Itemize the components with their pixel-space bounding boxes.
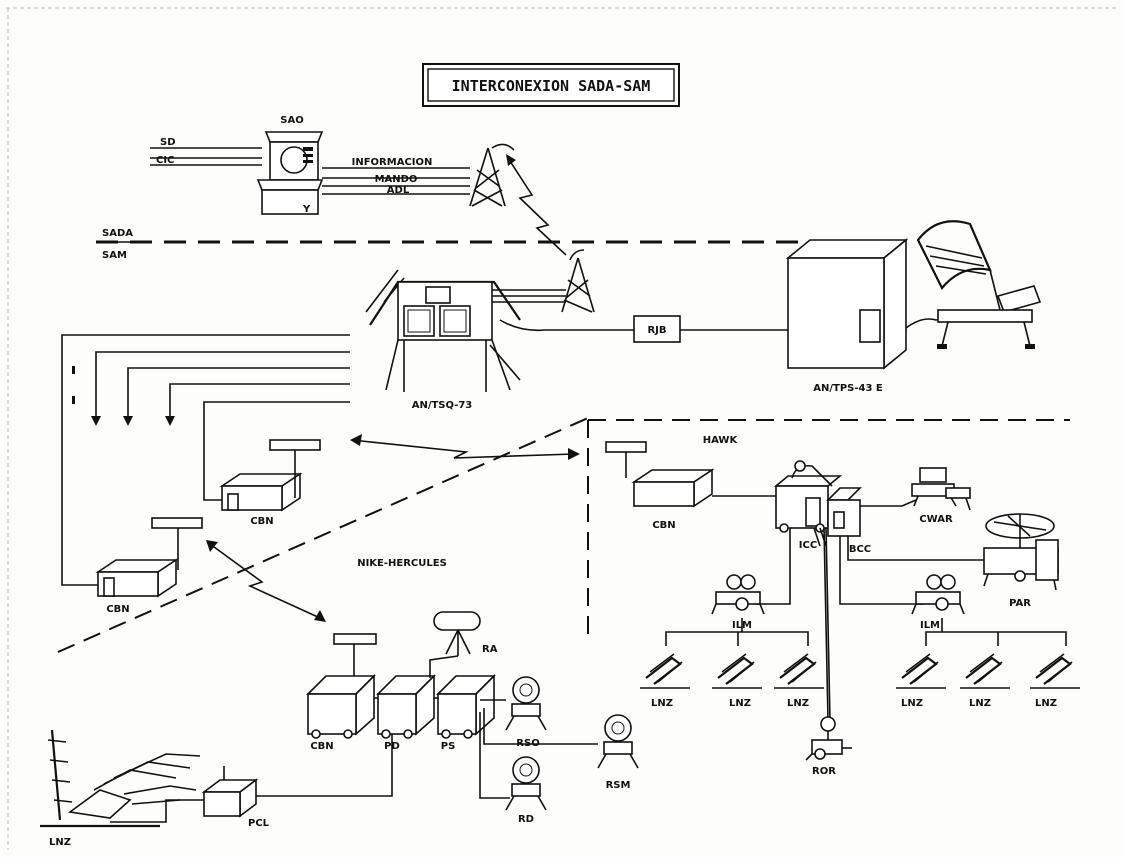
cwar-label: CWAR: [919, 514, 953, 525]
rd-label: RD: [518, 814, 534, 825]
hawk-cbn-shelter: CBN: [605, 441, 715, 531]
hawk-lnz-1-label: LNZ: [651, 698, 673, 709]
cbn-shelter-a: CBN: [219, 439, 321, 527]
hawk-lnz-5-label: LNZ: [969, 698, 991, 709]
an-tsq-73-shelter: AN/TSQ-73: [365, 269, 521, 411]
hawk-lnz-3-label: LNZ: [787, 698, 809, 709]
rd-radar: RD: [505, 756, 547, 825]
an-tps-43e-radar: AN/TPS-43 E: [785, 220, 1042, 394]
title-box: INTERCONEXION SADA-SAM: [422, 63, 680, 107]
icc-label: ICC: [799, 540, 817, 551]
tsq-label: AN/TSQ-73: [412, 400, 473, 411]
hawk-lnz-6-label: LNZ: [1035, 698, 1057, 709]
sao-label: SAO: [280, 115, 303, 126]
ps-label: PS: [441, 741, 456, 752]
rsm-radar: RSM: [597, 714, 639, 791]
hawk-launcher-5: LNZ: [960, 653, 1010, 709]
upper-antenna-tower: [469, 143, 515, 207]
nike-cbn-label: CBN: [310, 741, 333, 752]
hawk-launcher-3: LNZ: [774, 653, 824, 709]
svg-text:Y: Y: [302, 204, 311, 215]
hawk-cbn-label: CBN: [652, 520, 675, 531]
hawk-lnz-2-label: LNZ: [729, 698, 751, 709]
nike-launcher-area: LNZ: [40, 729, 201, 848]
ilm-right: ILM: [911, 574, 965, 631]
nike-hercules-label: NIKE-HERCULES: [357, 558, 447, 569]
rso-radar: RSO: [505, 676, 547, 749]
tps-label: AN/TPS-43 E: [813, 383, 883, 394]
zone-sam: SAM: [102, 250, 127, 261]
par-radar: PAR: [983, 513, 1059, 609]
radio-link-nike: [206, 540, 326, 622]
lower-antenna-tower: [561, 249, 595, 313]
zone-sada: SADA: [102, 228, 133, 239]
hawk-launcher-2: LNZ: [712, 653, 762, 709]
hawk-lnz-4-label: LNZ: [901, 698, 923, 709]
par-label: PAR: [1009, 598, 1031, 609]
hawk-launcher-4: LNZ: [896, 653, 946, 709]
cwar-radar: CWAR: [860, 467, 971, 525]
radio-link-tsq-hawk: [350, 434, 580, 460]
cbn-b-label: CBN: [106, 604, 129, 615]
sd-label: SD: [160, 137, 176, 148]
icc-bcc-shelters: ICC BCC: [773, 460, 871, 555]
ra-label: RA: [482, 644, 498, 655]
ilm-left: ILM: [711, 574, 765, 631]
ra-radar: RA: [429, 611, 498, 678]
sao-console: Y SAO: [256, 115, 324, 215]
rjb-box: [633, 315, 681, 343]
pcl-label: PCL: [248, 818, 270, 829]
tsq-distribution-lines: [61, 334, 350, 586]
hawk-launcher-1: LNZ: [640, 653, 690, 709]
nike-cbn-vehicle: CBN: [306, 633, 377, 752]
cbn-a-label: CBN: [250, 516, 273, 527]
cbn-shelter-b: CBN: [95, 517, 203, 615]
rjb-label: RJB: [647, 325, 666, 336]
pd-vehicle: PD: [376, 674, 436, 752]
pcl-box: PCL: [201, 766, 270, 829]
ror-radar: ROR: [805, 716, 852, 777]
link-adl: ADL: [387, 185, 410, 196]
cic-label: CIC: [156, 155, 174, 166]
ilm-right-label: ILM: [920, 620, 940, 631]
nike-lnz-label: LNZ: [49, 837, 71, 848]
bcc-label: BCC: [849, 544, 871, 555]
link-mando: MANDO: [375, 174, 418, 185]
hawk-label: HAWK: [703, 435, 739, 446]
ror-label: ROR: [812, 766, 836, 777]
ps-vehicle: PS: [436, 674, 496, 752]
link-informacion: INFORMACION: [352, 157, 433, 168]
diagram-title: INTERCONEXION SADA-SAM: [452, 77, 651, 95]
hawk-launcher-6: LNZ: [1030, 653, 1080, 709]
rsm-label: RSM: [606, 780, 631, 791]
